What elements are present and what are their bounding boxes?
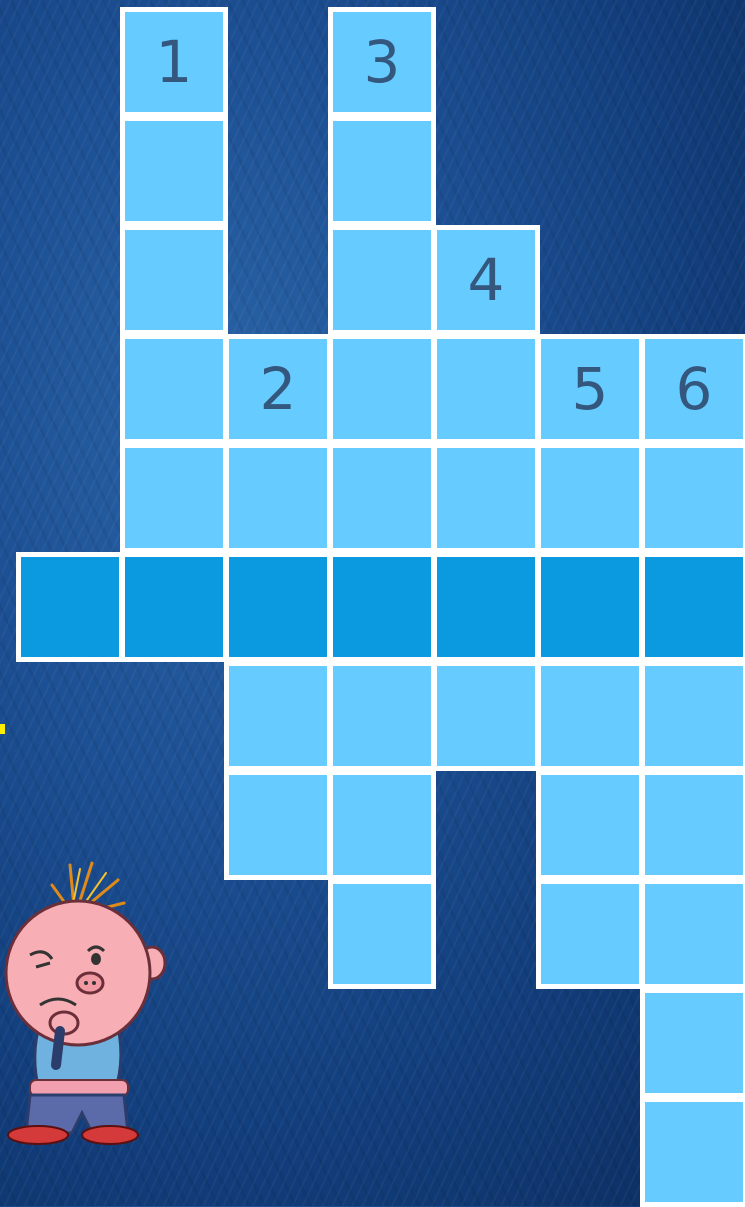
crossword-cell[interactable]	[224, 770, 332, 880]
crossword-cell[interactable]	[640, 879, 745, 989]
crossword-cell-4[interactable]: 4	[432, 225, 540, 335]
crossword-cell[interactable]	[328, 334, 436, 444]
crossword-cell[interactable]	[536, 661, 644, 771]
crossword-cell-1[interactable]: 1	[120, 7, 228, 117]
crossword-cell[interactable]	[224, 443, 332, 553]
crossword-cell[interactable]	[328, 879, 436, 989]
keyword-cell[interactable]	[640, 552, 745, 662]
crossword-cell[interactable]	[120, 334, 228, 444]
crossword-cell[interactable]	[640, 988, 745, 1098]
crossword-cell[interactable]	[120, 225, 228, 335]
crossword-cell[interactable]	[328, 116, 436, 226]
crossword-cell-5[interactable]: 5	[536, 334, 644, 444]
yellow-marker	[0, 724, 5, 734]
crossword-cell[interactable]	[328, 443, 436, 553]
crossword-cell-2[interactable]: 2	[224, 334, 332, 444]
crossword-cell[interactable]	[536, 770, 644, 880]
crossword-cell[interactable]	[432, 443, 540, 553]
crossword-cell[interactable]	[328, 661, 436, 771]
crossword-cell[interactable]	[120, 443, 228, 553]
crossword-cell[interactable]	[536, 879, 644, 989]
keyword-cell[interactable]	[536, 552, 644, 662]
crossword-cell[interactable]	[432, 661, 540, 771]
keyword-cell[interactable]	[120, 552, 228, 662]
crossword-cell-6[interactable]: 6	[640, 334, 745, 444]
crossword-cell[interactable]	[640, 443, 745, 553]
crossword-cell[interactable]	[640, 770, 745, 880]
crossword-cell[interactable]	[328, 225, 436, 335]
crossword-cell-3[interactable]: 3	[328, 7, 436, 117]
crossword-cell[interactable]	[640, 1097, 745, 1207]
keyword-cell[interactable]	[224, 552, 332, 662]
crossword-cell[interactable]	[640, 661, 745, 771]
crossword-cell[interactable]	[224, 661, 332, 771]
crossword-cell[interactable]	[536, 443, 644, 553]
crossword-cell[interactable]	[328, 770, 436, 880]
keyword-cell[interactable]	[432, 552, 540, 662]
keyword-cell[interactable]	[16, 552, 124, 662]
crossword-cell[interactable]	[432, 334, 540, 444]
thinking-boy-icon	[0, 855, 175, 1145]
crossword-cell[interactable]	[120, 116, 228, 226]
keyword-cell[interactable]	[328, 552, 436, 662]
